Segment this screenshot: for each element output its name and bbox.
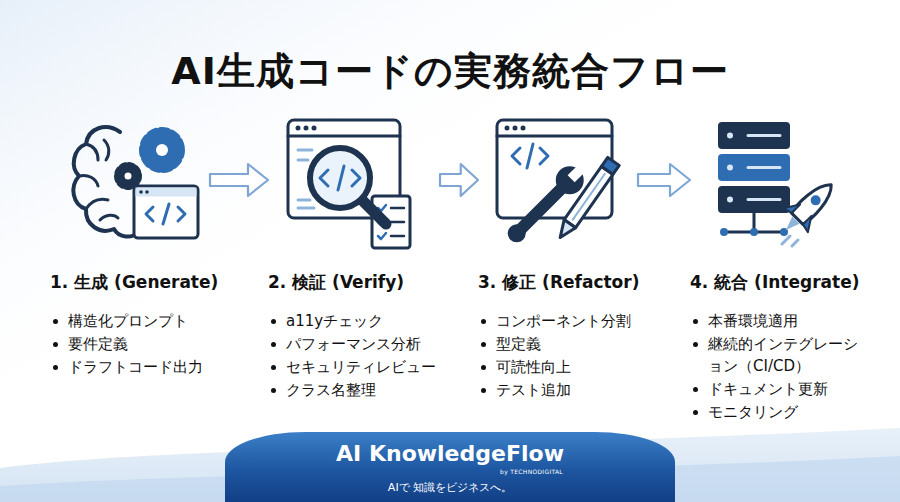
step-bullet: テスト追加 xyxy=(478,379,638,401)
brand-byline: by TECHNODIGITAL xyxy=(500,468,563,475)
step-heading: 2. 検証 (Verify) xyxy=(268,270,440,294)
step-bullet: 本番環境適用 xyxy=(690,310,860,332)
review-magnifier-icon xyxy=(288,120,410,248)
brand-name: AI KnowledgeFlow xyxy=(225,441,675,466)
background-wave xyxy=(0,428,900,502)
brand-band: AI KnowledgeFlow by TECHNODIGITAL AIで 知識をビ… xyxy=(225,432,675,502)
flow-arrow xyxy=(440,164,478,196)
process-step: 2. 検証 (Verify) a11yチェックパフォーマンス分析セキュリティレビュ… xyxy=(268,110,440,420)
step-heading: 4. 統合 (Integrate) xyxy=(690,270,860,294)
process-step: 3. 修正 (Refactor) コンポーネント分割型定義可読性向上テスト追加 xyxy=(478,110,638,420)
flow-arrow xyxy=(210,164,268,196)
step-bullet: クラス名整理 xyxy=(268,379,440,401)
brain-gear-icon xyxy=(73,127,198,238)
brand-tagline: AIで 知識をビジネスへ。 xyxy=(225,480,675,495)
step-bullet: 要件定義 xyxy=(50,333,210,355)
step-bullet: ドラフトコード出力 xyxy=(50,356,210,378)
flow-arrow xyxy=(638,164,690,196)
refactor-tools-icon xyxy=(497,120,619,250)
step-bullet: コンポーネント分割 xyxy=(478,310,638,332)
step-bullet: ドキュメント更新 xyxy=(690,378,860,400)
step-bullet: 継続的インテグレーション（CI/CD） xyxy=(690,333,860,377)
step-heading: 3. 修正 (Refactor) xyxy=(478,270,638,294)
step-bullet: モニタリング xyxy=(690,401,860,423)
process-step: 4. 統合 (Integrate) 本番環境適用継続的インテグレーション（CI/C… xyxy=(690,110,860,420)
step-bullet: 構造化プロンプト xyxy=(50,310,210,332)
process-step: 1. 生成 (Generate) 構造化プロンプト要件定義ドラフトコード出力 xyxy=(50,110,210,420)
step-bullet: セキュリティレビュー xyxy=(268,356,440,378)
step-bullet: 可読性向上 xyxy=(478,356,638,378)
step-heading: 1. 生成 (Generate) xyxy=(50,270,210,294)
step-bullet: 型定義 xyxy=(478,333,638,355)
step-bullet: パフォーマンス分析 xyxy=(268,333,440,355)
server-rocket-icon xyxy=(718,122,843,246)
step-bullet: a11yチェック xyxy=(268,310,440,332)
diagram-title: AI生成コードの実務統合フロー xyxy=(0,46,900,97)
